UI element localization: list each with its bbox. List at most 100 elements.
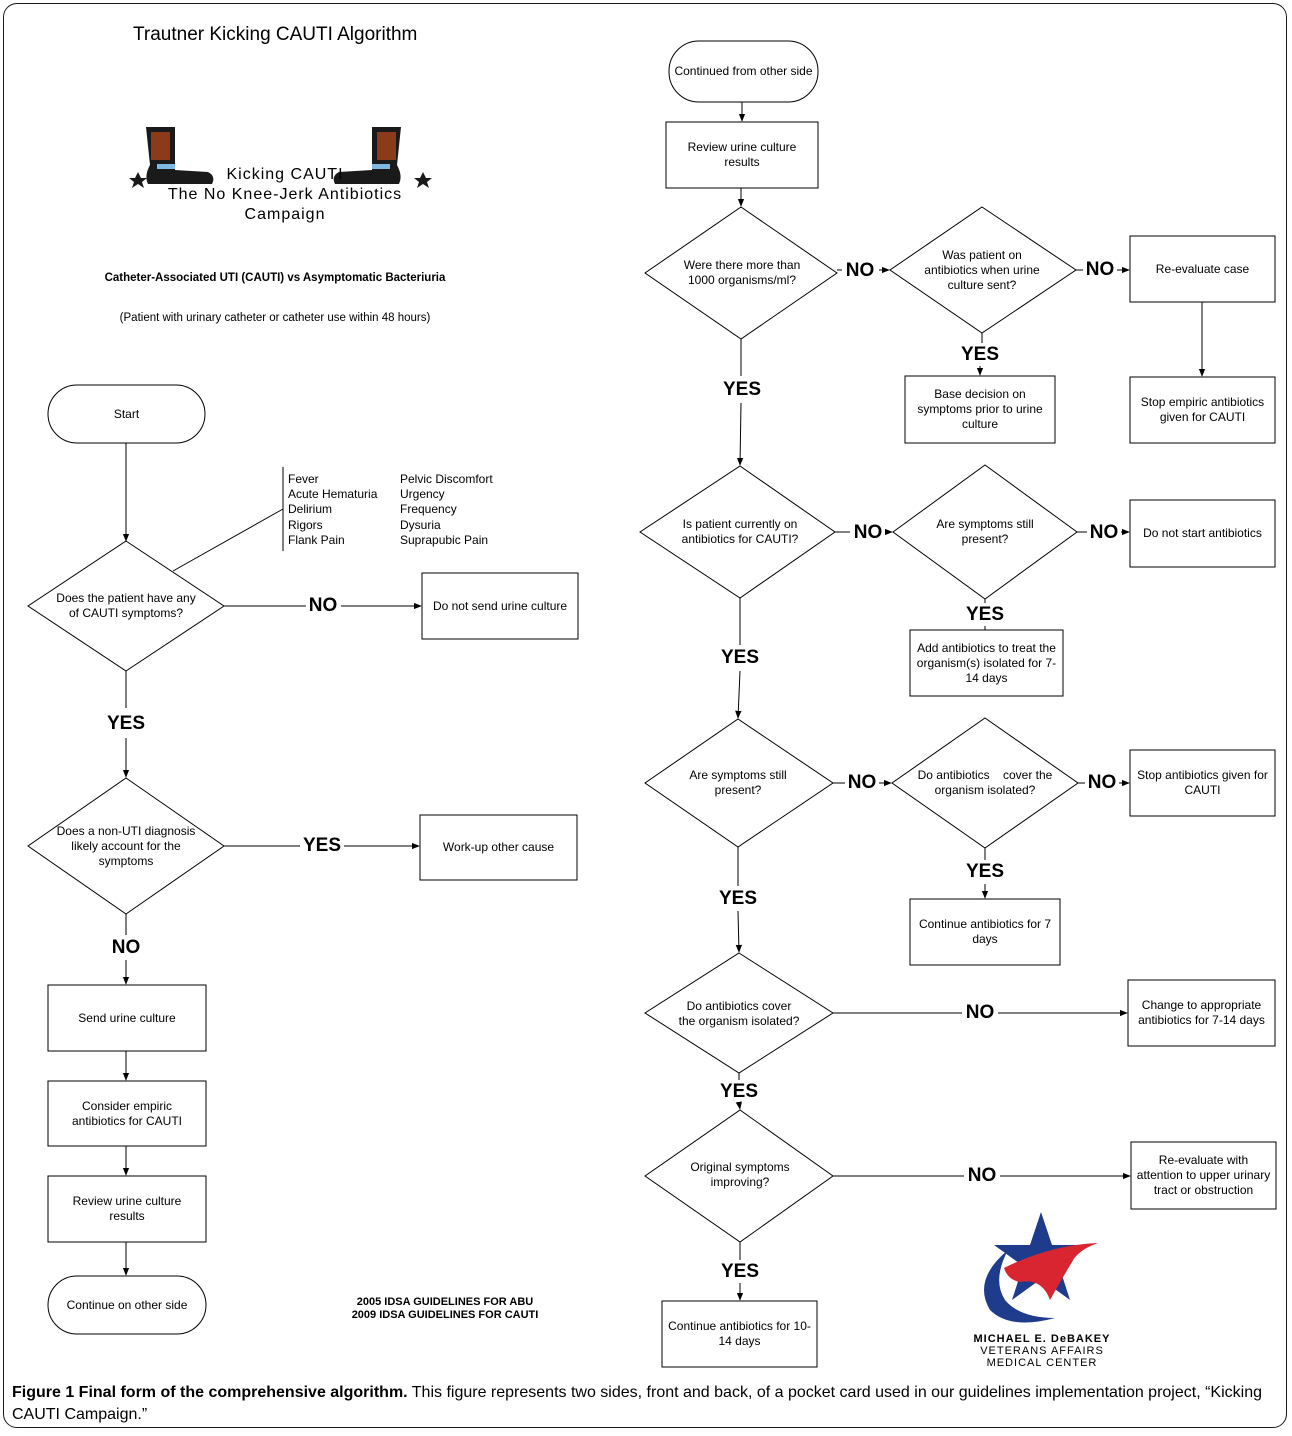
workup-label: Work-up other cause — [442, 840, 555, 854]
review-left-label: Review urine culture results — [72, 1194, 182, 1223]
d3b-label: Do antibiotics cover the organism isolat… — [917, 768, 1056, 797]
va-logo — [984, 1212, 1098, 1323]
d2-yes-label: YES — [720, 647, 760, 668]
box-reevaluate-upper — [1130, 1141, 1277, 1210]
d1-yes-label: YES — [722, 379, 762, 400]
review-right-label: Review urine culture results — [687, 140, 797, 169]
d5-yes-label: YES — [720, 1261, 760, 1282]
q1-no-label: NO — [308, 595, 338, 616]
box-change-antibiotics — [1127, 979, 1276, 1047]
symptom-list-col2: Pelvic Discomfort Urgency Frequency Dysu… — [400, 472, 493, 548]
continue-terminal — [47, 1275, 207, 1335]
d2b-no-label: NO — [1089, 522, 1119, 543]
d2-no-label: NO — [853, 522, 883, 543]
continued-label: Continued from other side — [674, 64, 813, 78]
box-do-not-start — [1129, 499, 1276, 568]
d2b-label: Are symptoms still present? — [936, 517, 1034, 546]
box-no-urine-culture — [421, 572, 579, 640]
q1-yes-label: YES — [106, 713, 146, 734]
va-line-2: VETERANS AFFAIRS — [980, 1345, 1104, 1357]
symptom-item: Dysuria — [400, 517, 441, 532]
page-title: Trautner Kicking CAUTI Algorithm — [133, 24, 418, 45]
stop-abx-label: Stop antibiotics given for CAUTI — [1137, 768, 1268, 797]
box-workup-other — [419, 814, 578, 881]
symptom-item: Urgency — [400, 487, 445, 502]
d1-label: Were there more than 1000 organisms/ml? — [683, 258, 801, 287]
cont1014-label: Continue antibiotics for 10-14 days — [668, 1319, 811, 1348]
logo-line-2: The No Knee-Jerk Antibiotics — [167, 186, 403, 203]
patient-note: (Patient with urinary catheter or cathet… — [119, 312, 431, 324]
caption-bold: Figure 1 Final form of the comprehensive… — [12, 1384, 408, 1401]
d5-no-label: NO — [967, 1165, 997, 1186]
base-decision-label: Base decision on symptoms prior to urine… — [917, 387, 1043, 431]
d4-no-label: NO — [965, 1002, 995, 1023]
boot-right-icon — [333, 127, 432, 188]
figure-frame — [3, 3, 1287, 1428]
subtitle: Catheter-Associated UTI (CAUTI) vs Asymp… — [104, 272, 446, 284]
no-culture-label: Do not send urine culture — [432, 598, 568, 613]
d2b-yes-label: YES — [965, 604, 1005, 625]
reeval-label: Re-evaluate case — [1155, 261, 1250, 276]
q2-yes-label: YES — [302, 835, 342, 856]
d1b-no-label: NO — [1085, 259, 1115, 280]
consider-label: Consider empiric antibiotics for CAUTI — [71, 1098, 183, 1128]
box-review-left — [47, 1175, 207, 1243]
logo-line-3: Campaign — [244, 206, 326, 223]
symptom-item: Pelvic Discomfort — [400, 472, 493, 486]
box-stop-empiric — [1129, 376, 1276, 444]
symptom-item: Suprapubic Pain — [400, 532, 489, 547]
d4-yes-label: YES — [719, 1081, 759, 1102]
box-base-decision — [904, 375, 1056, 444]
q1-label: Does the patient have any of CAUTI sympt… — [56, 591, 196, 620]
symptom-item: Rigors — [288, 517, 323, 532]
va-line-3: MEDICAL CENTER — [986, 1357, 1098, 1369]
box-reevaluate-case — [1129, 235, 1276, 303]
d3-yes-label: YES — [718, 888, 758, 909]
d3b-yes-label: YES — [965, 861, 1005, 882]
box-add-antibiotics — [909, 629, 1064, 697]
logo-line-1: Kicking CAUTI — [226, 166, 344, 183]
box-review-right — [665, 121, 819, 189]
box-stop-antibiotics — [1129, 749, 1276, 817]
boot-left-icon — [129, 127, 214, 188]
box-continue-7 — [909, 898, 1061, 966]
guideline-abu: 2005 IDSA GUIDELINES FOR ABU — [356, 1296, 534, 1308]
va-logo-text: MICHAEL E. DeBAKEY VETERANS AFFAIRS MEDI… — [972, 1333, 1112, 1369]
d3-no-label: NO — [847, 772, 877, 793]
caption-text: This figure represents two sides, front … — [12, 1384, 1262, 1423]
d2-label: Is patient currently on antibiotics for … — [681, 517, 799, 546]
box-continue-10-14 — [661, 1300, 818, 1368]
continue-label: Continue on other side — [66, 1297, 188, 1312]
d1b-label: Was patient on antibiotics when urine cu… — [924, 247, 1040, 292]
symptom-item: Frequency — [400, 502, 457, 517]
d1b-yes-label: YES — [960, 344, 1000, 365]
symptom-item: Flank Pain — [288, 532, 345, 547]
box-send-culture — [47, 984, 207, 1052]
cont7-label: Continue antibiotics for 7 days — [918, 917, 1052, 946]
guideline-cauti: 2009 IDSA GUIDELINES FOR CAUTI — [351, 1309, 539, 1321]
continued-terminal — [668, 40, 819, 103]
q2-no-label: NO — [111, 937, 141, 958]
d3-label: Are symptoms still present? — [689, 768, 787, 797]
add-abx-label: Add antibiotics to treat the organism(s)… — [916, 640, 1057, 685]
q2-label: Does a non-UTI diagnosis likely account … — [56, 823, 196, 868]
symptom-item: Fever — [288, 472, 319, 486]
d5-label: Original symptoms improving? — [690, 1160, 790, 1189]
d1-no-label: NO — [845, 260, 875, 281]
box-consider-empiric — [47, 1080, 207, 1147]
do-not-start-label: Do not start antibiotics — [1143, 526, 1262, 540]
change-label: Change to appropriate antibiotics for 7-… — [1138, 998, 1265, 1027]
symptom-item: Acute Hematuria — [288, 487, 378, 502]
reeval-upper-label: Re-evaluate with attention to upper urin… — [1136, 1153, 1271, 1197]
d3b-no-label: NO — [1087, 772, 1117, 793]
start-label: Start — [113, 406, 140, 421]
va-line-1: MICHAEL E. DeBAKEY — [973, 1333, 1111, 1345]
stop-empiric-label: Stop empiric antibiotics given for CAUTI — [1140, 395, 1265, 424]
symptom-item: Delirium — [288, 502, 333, 517]
campaign-logo-text: Kicking CAUTI The No Knee-Jerk Antibioti… — [150, 165, 420, 225]
figure-caption: Figure 1 Final form of the comprehensive… — [12, 1382, 1278, 1426]
d4-label: Do antibiotics cover the organism isolat… — [678, 999, 800, 1028]
send-culture-label: Send urine culture — [78, 1010, 176, 1025]
symptom-list-col1: Fever Acute Hematuria Delirium Rigors Fl… — [288, 472, 377, 548]
